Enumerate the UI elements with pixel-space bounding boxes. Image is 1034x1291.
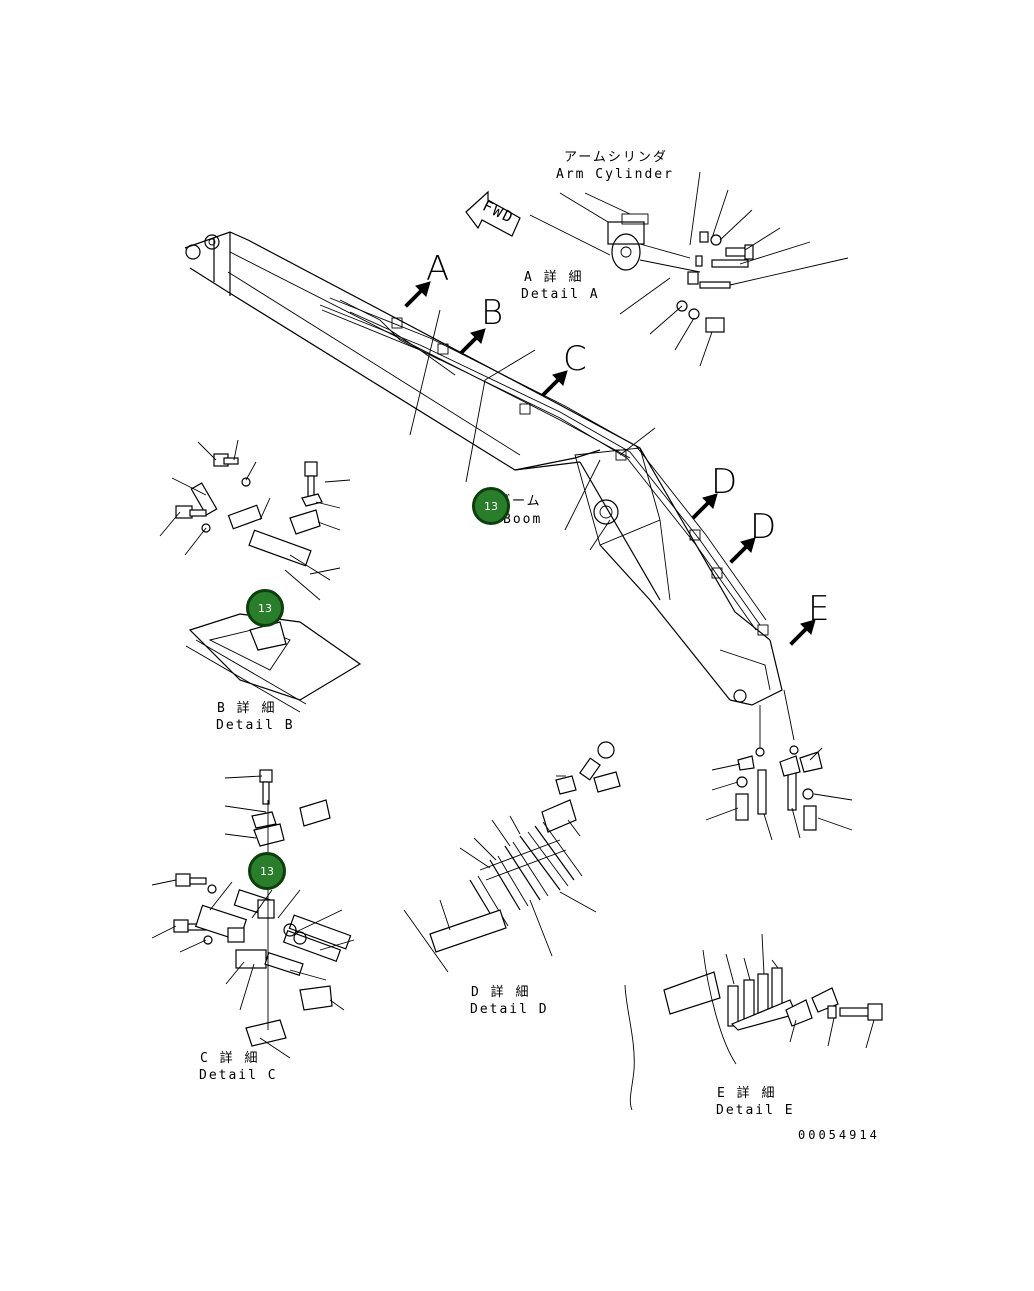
detail-a-label-jp: A 詳 細 bbox=[524, 270, 584, 285]
callout-a: A bbox=[426, 249, 450, 289]
boom-label-en: Boom bbox=[503, 512, 543, 527]
callout-arrows bbox=[404, 281, 816, 646]
detail-e-label-jp: E 詳 細 bbox=[717, 1086, 777, 1101]
detail-c-drawing bbox=[151, 769, 355, 1059]
boom-hotspot[interactable]: 13 bbox=[472, 487, 510, 525]
arm-cylinder-label-en: Arm Cylinder bbox=[556, 167, 674, 182]
detail-e-label-en: Detail E bbox=[716, 1103, 795, 1118]
arm-cylinder-label-jp: アームシリンダ bbox=[564, 150, 668, 165]
boom-structure bbox=[184, 231, 783, 706]
detail-d-label-jp: D 詳 細 bbox=[471, 985, 531, 1000]
callout-d-lower: D bbox=[750, 507, 777, 547]
detail-a-label-en: Detail A bbox=[521, 287, 600, 302]
detail-c-label-jp: C 詳 細 bbox=[200, 1051, 260, 1066]
callout-b: B bbox=[481, 293, 504, 333]
detail-b-hotspot[interactable]: 13 bbox=[246, 589, 284, 627]
detail-b-label-jp: B 詳 細 bbox=[217, 701, 277, 716]
drawing-number: 00054914 bbox=[798, 1128, 880, 1142]
detail-e-drawing bbox=[624, 689, 883, 1111]
detail-a-drawing bbox=[465, 171, 849, 367]
detail-c-hotspot[interactable]: 13 bbox=[248, 852, 286, 890]
callout-e: E bbox=[808, 589, 830, 629]
callout-c: C bbox=[563, 339, 587, 379]
detail-d-drawing bbox=[403, 741, 621, 973]
callout-d-upper: D bbox=[711, 462, 738, 502]
detail-d-label-en: Detail D bbox=[470, 1002, 549, 1017]
detail-c-label-en: Detail C bbox=[199, 1068, 278, 1083]
detail-b-drawing bbox=[159, 439, 362, 713]
detail-b-label-en: Detail B bbox=[216, 718, 295, 733]
